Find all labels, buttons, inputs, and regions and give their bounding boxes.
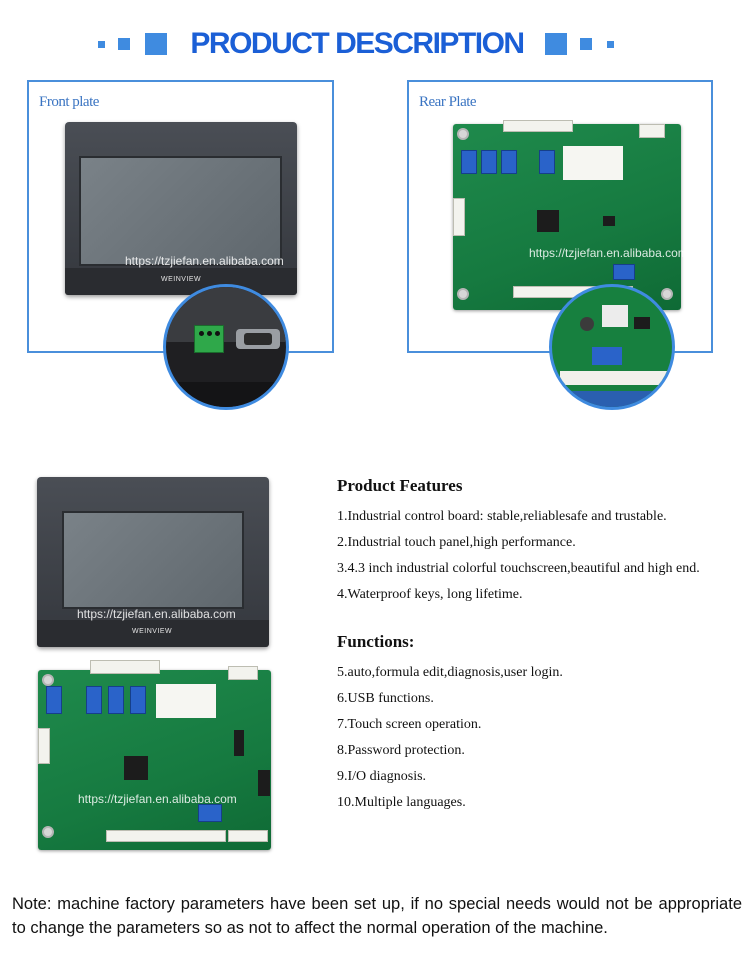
decor-square: [145, 33, 167, 55]
connector-zoom-image: [163, 284, 289, 410]
decor-square: [607, 41, 614, 48]
watermark-text: https://tzjiefan.en.alibaba.com: [125, 254, 284, 268]
feature-item: 1.Industrial control board: stable,relia…: [337, 509, 667, 524]
brand-logo: WEINVIEW: [132, 628, 173, 635]
decor-square: [98, 41, 105, 48]
function-item: 6.USB functions.: [337, 691, 434, 706]
rear-plate-label: Rear Plate: [419, 94, 477, 110]
pcb-zoom-image: [549, 284, 675, 410]
function-item: 7.Touch screen operation.: [337, 717, 482, 732]
note-text: Note: machine factory parameters have be…: [12, 895, 742, 937]
decor-square: [118, 38, 130, 50]
feature-item: 3.4.3 inch industrial colorful touchscre…: [337, 561, 700, 576]
function-item: 8.Password protection.: [337, 743, 465, 758]
hmi-front-image: WEINVIEW https://tzjiefan.en.alibaba.com: [65, 122, 297, 295]
watermark-text: https://tzjiefan.en.alibaba.com: [77, 607, 236, 621]
hmi-screen: [79, 156, 282, 266]
features-section: Product Features 1.Industrial control bo…: [337, 476, 737, 816]
front-plate-panel: Front plate WEINVIEW https://tzjiefan.en…: [27, 80, 334, 353]
brand-logo: WEINVIEW: [161, 276, 202, 283]
feature-item: 4.Waterproof keys, long lifetime.: [337, 587, 523, 602]
watermark-text: https://tzjiefan.en.alibaba.com: [529, 246, 688, 260]
feature-item: 2.Industrial touch panel,high performanc…: [337, 535, 576, 550]
hmi-bezel: [37, 620, 269, 647]
watermark-text: https://tzjiefan.en.alibaba.com: [78, 792, 237, 806]
hmi-assembly-image: WEINVIEW https://tzjiefan.en.alibaba.com: [37, 477, 269, 647]
hmi-screen: [62, 511, 244, 609]
page-title: PRODUCT DESCRIPTION: [190, 27, 525, 60]
rear-plate-panel: Rear Plate https://tzjiefan.en.alibaba.c…: [407, 80, 713, 353]
page-header: PRODUCT DESCRIPTION: [0, 24, 750, 64]
function-item: 9.I/O diagnosis.: [337, 769, 427, 784]
function-item: 10.Multiple languages.: [337, 795, 466, 810]
front-plate-label: Front plate: [39, 94, 99, 110]
decor-square: [580, 38, 592, 50]
functions-heading: Functions:: [337, 632, 415, 651]
decor-square: [545, 33, 567, 55]
pcb-rear-image: https://tzjiefan.en.alibaba.com: [453, 120, 688, 310]
pcb-assembly-image: https://tzjiefan.en.alibaba.com: [38, 660, 271, 850]
function-item: 5.auto,formula edit,diagnosis,user login…: [337, 665, 563, 680]
features-heading: Product Features: [337, 476, 463, 495]
